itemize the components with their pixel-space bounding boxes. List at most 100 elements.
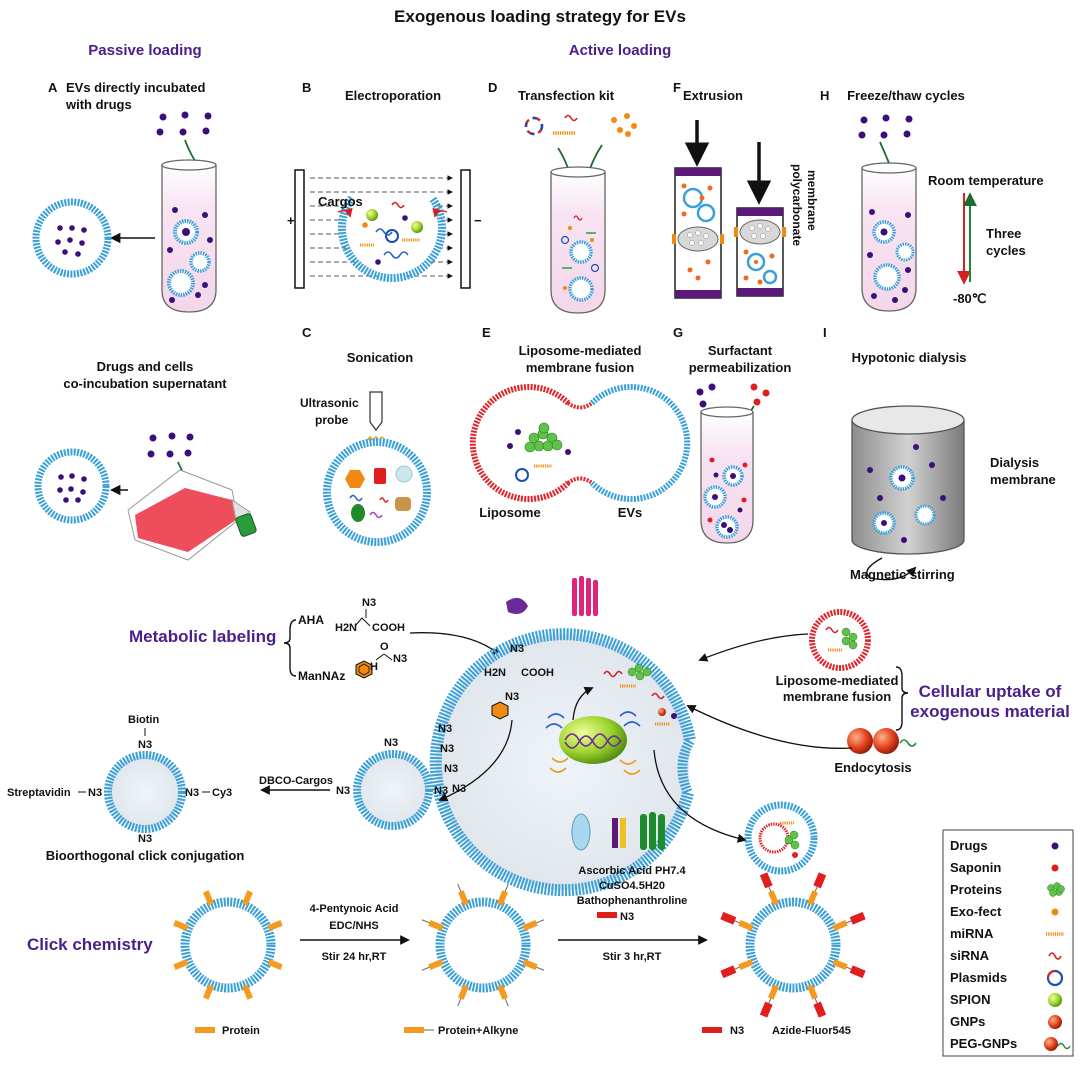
drugs-g xyxy=(696,383,716,408)
legend-item: Saponin xyxy=(950,860,1059,875)
green-cluster-icon xyxy=(1047,882,1065,897)
legend-box: DrugsSaponinProteinsExo-fectmiRNAsiRNAPl… xyxy=(942,829,1074,1057)
cell-cargo-top xyxy=(603,663,652,688)
nucleus xyxy=(559,716,627,764)
uptake-liposome xyxy=(809,609,871,671)
panel-a-letter: A xyxy=(48,80,58,95)
cell-labeling-molecules: N3 H2N COOH N3 xyxy=(484,643,554,720)
cargos-label: Cargos xyxy=(318,194,363,209)
panel-f: F Extrusion polycarbonate membra xyxy=(672,80,819,299)
legend-label: SPION xyxy=(950,992,990,1007)
liposome-half xyxy=(469,384,571,502)
uptake-heading-line2: exogenous material xyxy=(910,702,1070,721)
legend-item: miRNA xyxy=(950,926,1064,941)
alkyne-decoration xyxy=(421,959,444,971)
legend-item: Plasmids xyxy=(950,969,1064,987)
ultrasonic-probe xyxy=(369,391,383,431)
conjugated-ev: Biotin N3 Streptavidin N3 N3 Cy3 N3 xyxy=(7,714,232,845)
membrane-protein-top xyxy=(572,576,598,616)
passive-loading-heading: Passive loading xyxy=(88,42,201,59)
dialysis-label-line2: membrane xyxy=(990,472,1056,487)
legend-alkyne-bar xyxy=(404,1027,424,1033)
fusion-line2: membrane fusion xyxy=(783,689,891,704)
release-arrow xyxy=(572,686,594,721)
legend-label: Saponin xyxy=(950,860,1001,875)
surface-n3-2: N3 xyxy=(440,743,454,755)
alkyne-decoration xyxy=(497,883,509,906)
uptake-brace xyxy=(895,666,909,731)
panel-h-letter: H xyxy=(820,88,829,103)
step2-line1: Ascorbic Acid PH7.4 xyxy=(578,865,686,877)
click-chemistry: Click chemistry 4-Pentynoic Acid EDC/NHS… xyxy=(27,865,866,1037)
legend-item: Drugs xyxy=(950,838,1059,853)
extruder-2 xyxy=(734,207,786,297)
labeled-n3-left: N3 xyxy=(336,785,350,797)
test-tube-d xyxy=(550,166,606,314)
green-sphere-icon xyxy=(1048,993,1062,1007)
panel-b-title: Electroporation xyxy=(345,88,441,103)
arrow-to-secreted-ev xyxy=(653,749,747,843)
uptake-heading-line1: Cellular uptake of xyxy=(919,682,1062,701)
azide-decoration xyxy=(807,984,827,1018)
alkyne-decoration xyxy=(457,984,469,1007)
dbco-label: DBCO-Cargos xyxy=(259,775,333,787)
panel-e-letter: E xyxy=(482,325,491,340)
legend-alkyne: Protein+Alkyne xyxy=(438,1025,518,1037)
protein-decoration xyxy=(203,984,214,1000)
azide-decoration xyxy=(832,959,866,979)
red-dot-icon xyxy=(1051,864,1059,872)
azide-decoration xyxy=(720,959,754,979)
protein-decoration xyxy=(242,984,253,1000)
legend-item: Exo-fect xyxy=(950,904,1059,919)
aha-cooh: COOH xyxy=(372,622,405,634)
membrane-receptor-top xyxy=(506,597,528,614)
liposome-label: Liposome xyxy=(479,505,540,520)
conj-n3-bottom: N3 xyxy=(138,833,152,845)
panel-f-title: Extrusion xyxy=(683,88,743,103)
cell-n3-mannaz: N3 xyxy=(505,691,519,703)
fusion-neck-top xyxy=(566,401,594,410)
stirring-label: Magnetic stirring xyxy=(850,567,955,582)
aha-h2n: H2N xyxy=(335,622,357,634)
legend-item: SPION xyxy=(950,992,1062,1007)
legend-azide: Azide-Fluor545 xyxy=(772,1025,851,1037)
arrow-fusion-uptake xyxy=(698,633,809,662)
panel-i-title: Hypotonic dialysis xyxy=(852,350,967,365)
azide-decoration xyxy=(832,911,866,931)
gnp-1 xyxy=(847,728,873,754)
surface-n3-3: N3 xyxy=(444,763,458,775)
drug-dots-a2 xyxy=(147,432,194,458)
legend-label: Proteins xyxy=(950,882,1002,897)
mannaz-structure: H O N3 xyxy=(355,641,407,679)
membrane-label-line2: membrane xyxy=(805,170,819,231)
test-tube-a xyxy=(161,159,217,313)
drug-dots-a xyxy=(156,111,212,136)
panel-a-title-line1: EVs directly incubated xyxy=(66,80,205,95)
panel-f-letter: F xyxy=(673,80,681,95)
legend-protein: Protein xyxy=(222,1025,260,1037)
panel-i: I Hypotonic dialysis Dialysis membrane M… xyxy=(823,325,1056,582)
extruder-1 xyxy=(672,167,724,299)
red-squiggle-icon xyxy=(1048,952,1062,960)
legend-label: miRNA xyxy=(950,926,994,941)
conj-n3-right: N3 xyxy=(185,787,199,799)
endocytic-pocket xyxy=(677,738,695,795)
figure-title: Exogenous loading strategy for EVs xyxy=(394,7,686,26)
purple-dot-icon xyxy=(1051,842,1059,850)
labeled-n3-right: N3 xyxy=(434,785,448,797)
red-sphere-icon xyxy=(1048,1015,1062,1029)
electrode-positive xyxy=(294,169,305,289)
gnp-2 xyxy=(873,728,899,754)
saponin-g xyxy=(750,383,770,406)
legend-label: GNPs xyxy=(950,1014,985,1029)
panel-e: E Liposome-mediated membrane fusion Lipo… xyxy=(469,325,691,520)
temp-low-label: -80℃ xyxy=(953,291,986,306)
panel-i-letter: I xyxy=(823,325,827,340)
legend-label: PEG-GNPs xyxy=(950,1036,1017,1051)
loaded-ev-a xyxy=(32,198,112,278)
brace xyxy=(283,619,297,677)
plasmid-e xyxy=(515,468,529,482)
panel-b-letter: B xyxy=(302,80,311,95)
sirna-d xyxy=(564,114,578,122)
